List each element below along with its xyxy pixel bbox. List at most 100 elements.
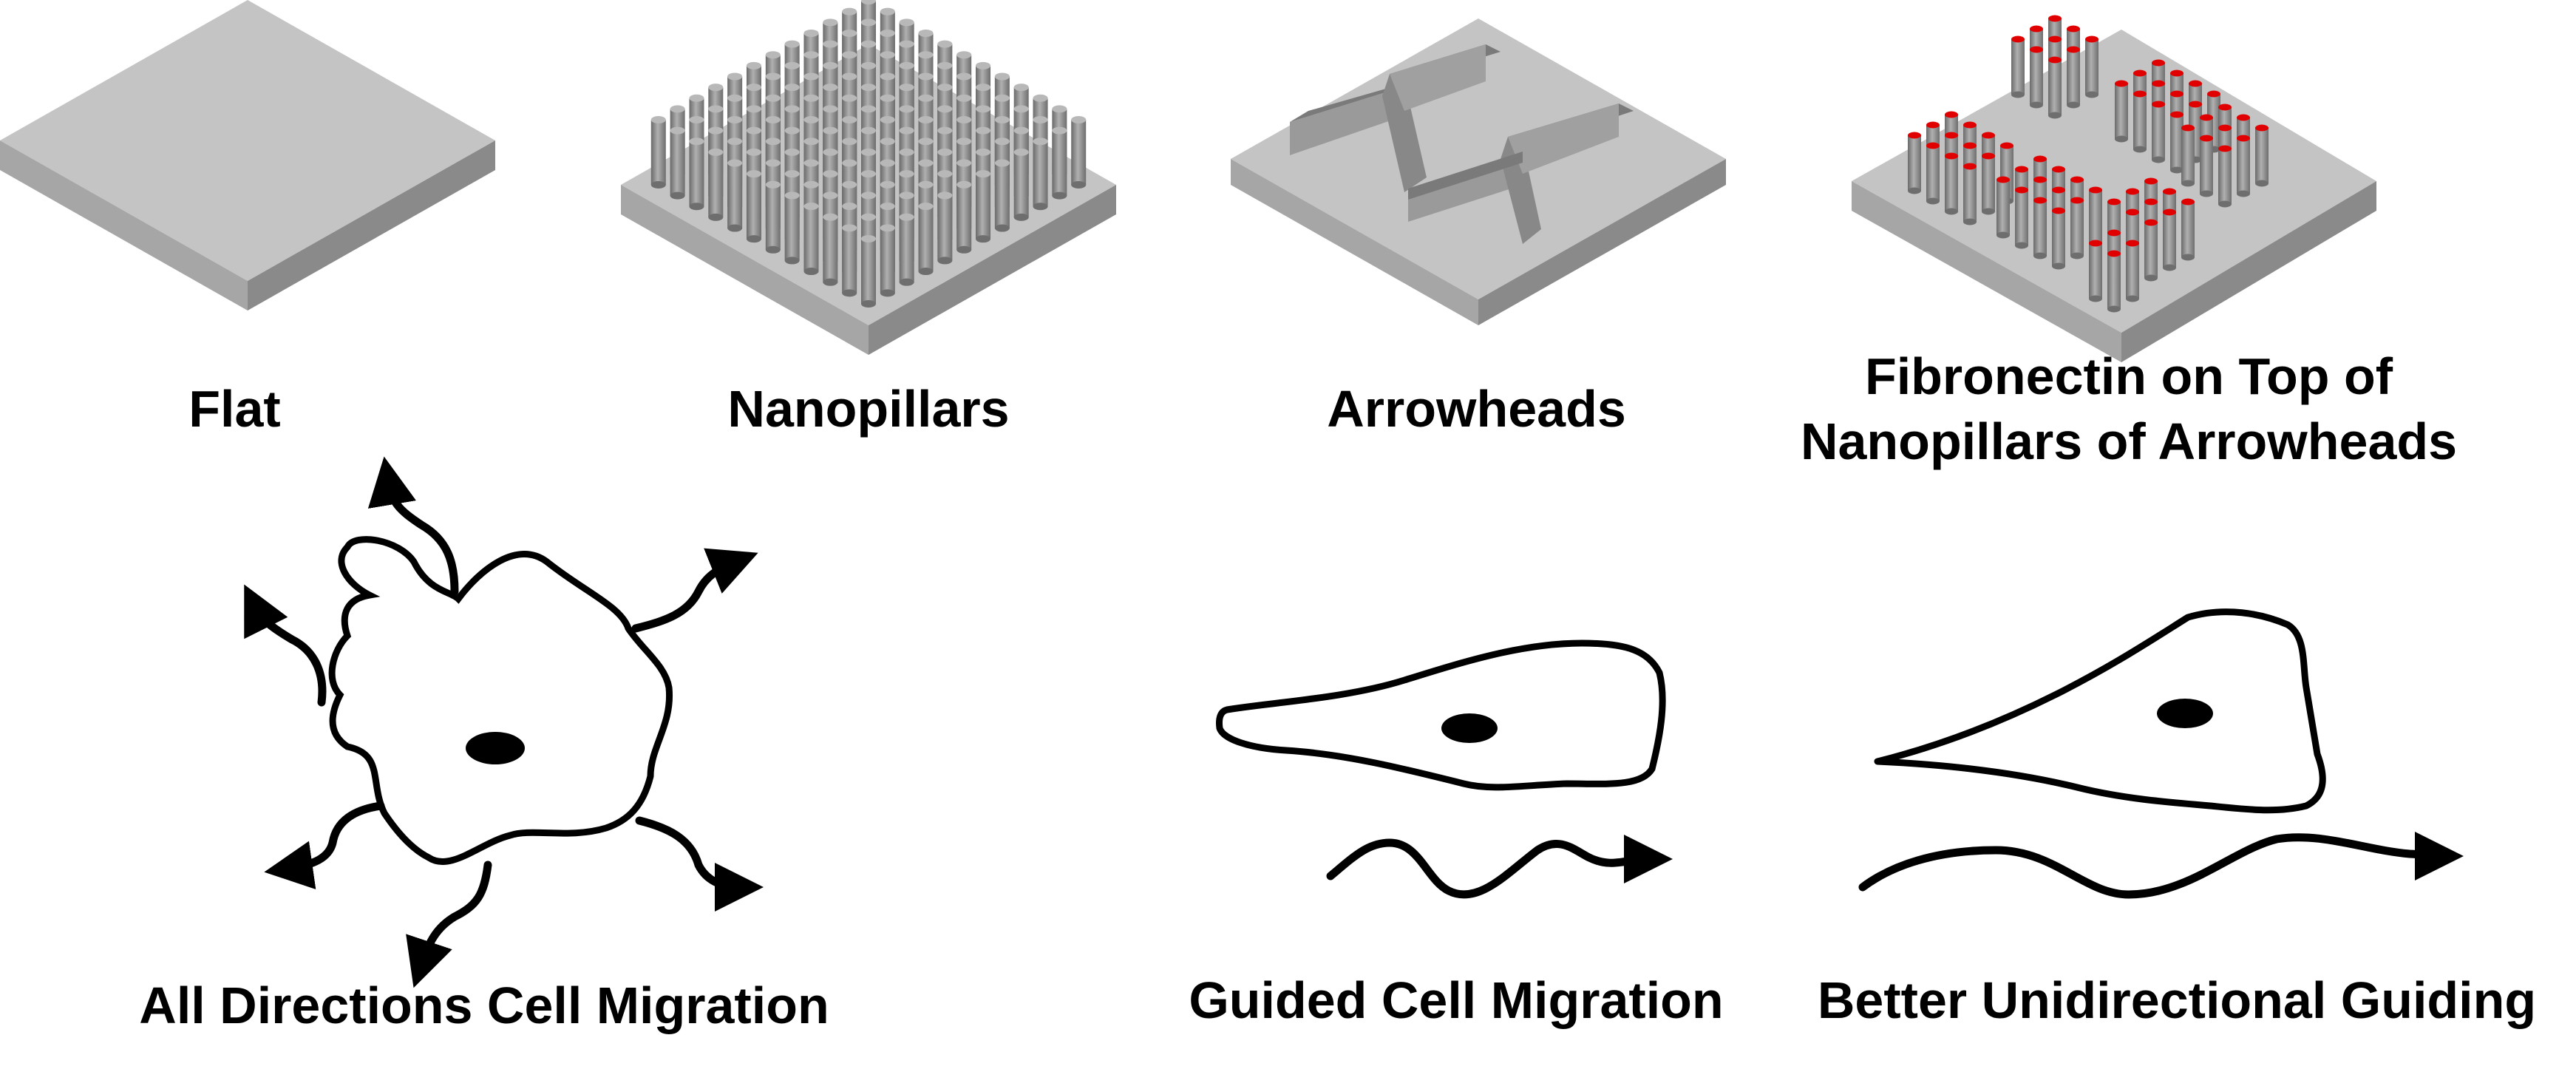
pillar-body	[2048, 60, 2062, 115]
pillar-top	[746, 126, 761, 135]
pillar-top	[2048, 56, 2062, 64]
pillar-top	[2015, 166, 2028, 173]
pillar-top	[937, 126, 953, 135]
pillar-top	[765, 116, 781, 123]
pillar-top	[956, 180, 972, 189]
pillar-body	[2107, 254, 2121, 309]
pillar-base	[1926, 197, 1940, 205]
pillar-top	[976, 105, 991, 113]
pillar-body	[708, 152, 724, 217]
pillar-top	[937, 40, 953, 48]
pillar-body	[994, 163, 1010, 228]
pillar-top	[2048, 15, 2062, 22]
pillar-top	[842, 51, 857, 59]
pillar-top	[899, 84, 914, 92]
pillar-top	[842, 94, 857, 102]
pillar-base	[880, 289, 895, 297]
pillar-top	[2181, 124, 2195, 132]
label-arrowheads: Arrowheads	[1327, 380, 1626, 438]
pillar-body	[918, 206, 934, 272]
pillar-top	[803, 138, 819, 146]
pillar-base	[976, 235, 991, 243]
pillar-top	[2237, 135, 2250, 142]
pillar-top	[2255, 124, 2269, 132]
pillar-top	[937, 105, 953, 113]
fibronectin-substrate	[1852, 15, 2376, 362]
pillar-top	[2152, 80, 2165, 87]
unidirectional-cell	[1858, 608, 2464, 899]
pillar-top	[2030, 46, 2043, 53]
nanopillar-array	[650, 0, 1087, 308]
pillar-top	[1033, 94, 1048, 102]
pillar-top	[918, 159, 934, 167]
pillar-base	[956, 245, 972, 254]
pillar-top	[2163, 208, 2176, 216]
pillar-body	[727, 163, 743, 228]
pillar-top	[918, 29, 934, 37]
pillar-top	[1996, 176, 2010, 183]
pillar-top	[899, 18, 914, 27]
pillar-top	[650, 116, 666, 123]
pillar-top	[880, 159, 895, 167]
pillar-top	[861, 105, 876, 113]
pillar-top	[861, 0, 876, 5]
pillar-top	[937, 191, 953, 200]
pillar-body	[2089, 190, 2102, 245]
pillar-base	[2067, 101, 2080, 109]
pillar-top	[937, 61, 953, 69]
pillar-top	[1982, 152, 1995, 160]
pillar-top	[2207, 90, 2220, 98]
pillar-top	[861, 40, 876, 48]
pillar-top	[784, 148, 800, 156]
pillar-top	[2218, 145, 2232, 152]
pillar-top	[2133, 90, 2147, 98]
pillar-base	[727, 224, 743, 232]
pillar-top	[880, 7, 895, 16]
pillar-base	[746, 235, 761, 243]
pillar-base	[2237, 190, 2250, 197]
pillar-top	[994, 72, 1010, 81]
pillar-top	[880, 224, 895, 232]
pillar-top	[2152, 101, 2165, 108]
pillar-top	[918, 138, 934, 146]
pillar-base	[2126, 295, 2139, 302]
pillar-top	[2048, 35, 2062, 43]
pillar-top	[842, 203, 857, 211]
pillar-top	[746, 170, 761, 178]
arrow-up-right	[631, 548, 758, 633]
pillar-top	[880, 94, 895, 102]
pillar-top	[899, 126, 914, 135]
pillar-top	[784, 126, 800, 135]
pillar-top	[689, 94, 704, 102]
pillar-top	[880, 203, 895, 211]
pillar-top	[956, 138, 972, 146]
arrow-down	[406, 861, 492, 988]
pillar-top	[1926, 121, 1940, 129]
pillar-body	[2237, 138, 2250, 194]
pillar-body	[2181, 128, 2195, 183]
pillar-top	[2218, 103, 2232, 111]
pillar-top	[842, 116, 857, 123]
pillar-base	[689, 203, 704, 211]
pillar-base	[2133, 146, 2147, 153]
pillar-top	[784, 84, 800, 92]
pillar-top	[918, 116, 934, 123]
pillar-top	[2015, 186, 2028, 194]
pillar-body	[2067, 50, 2080, 105]
pillar-top	[2052, 166, 2065, 173]
label-guided: Guided Cell Migration	[1189, 971, 1724, 1029]
label-unidirectional: Better Unidirectional Guiding	[1817, 971, 2537, 1029]
pillar-top	[899, 61, 914, 69]
pillar-base	[2218, 200, 2232, 208]
pillar-base	[2163, 264, 2176, 271]
pillar-top	[937, 148, 953, 156]
pillar-top	[746, 148, 761, 156]
pillar-top	[1033, 116, 1048, 123]
pillar-base	[670, 191, 685, 200]
pillar-top	[746, 105, 761, 113]
pillar-base	[1013, 213, 1029, 221]
arrowhead-ridge-2	[1408, 103, 1634, 244]
pillar-body	[937, 195, 953, 261]
label-fibronectin-line1: Fibronectin on Top of	[1864, 347, 2393, 405]
